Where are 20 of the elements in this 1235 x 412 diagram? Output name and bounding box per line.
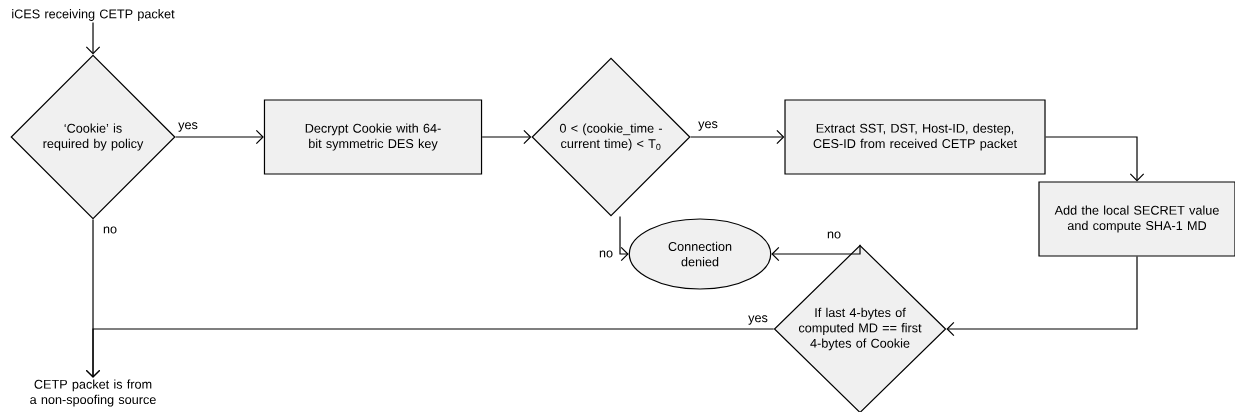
arrow [619, 216, 629, 262]
edge-label: yes [746, 313, 770, 327]
edge-label: no [825, 230, 843, 240]
process-box: Extract SST, DST, Host-ID, destep, CES-ID from received CETP packet [784, 99, 1046, 175]
arrow [690, 129, 785, 145]
arrow [771, 244, 861, 262]
arrow [481, 129, 532, 145]
edge-label: no [101, 225, 119, 235]
arrow [1045, 136, 1145, 182]
arrow [85, 219, 101, 378]
edge-label: no [597, 249, 615, 259]
process-box: Decrypt Cookie with 64-bit symmetric DES key [263, 99, 483, 175]
arrow [946, 256, 1138, 337]
process-box: Add the local SECRET value and compute SHA-1 MD [1038, 181, 1235, 257]
arrow [175, 129, 264, 145]
arrow [85, 21, 101, 55]
end-label: CETP packet is from a non-spoofing source [30, 379, 156, 407]
start-label: iCES receiving CETP packet [12, 9, 175, 21]
edge-label: yes [696, 119, 720, 133]
edge-label: yes [176, 120, 200, 134]
